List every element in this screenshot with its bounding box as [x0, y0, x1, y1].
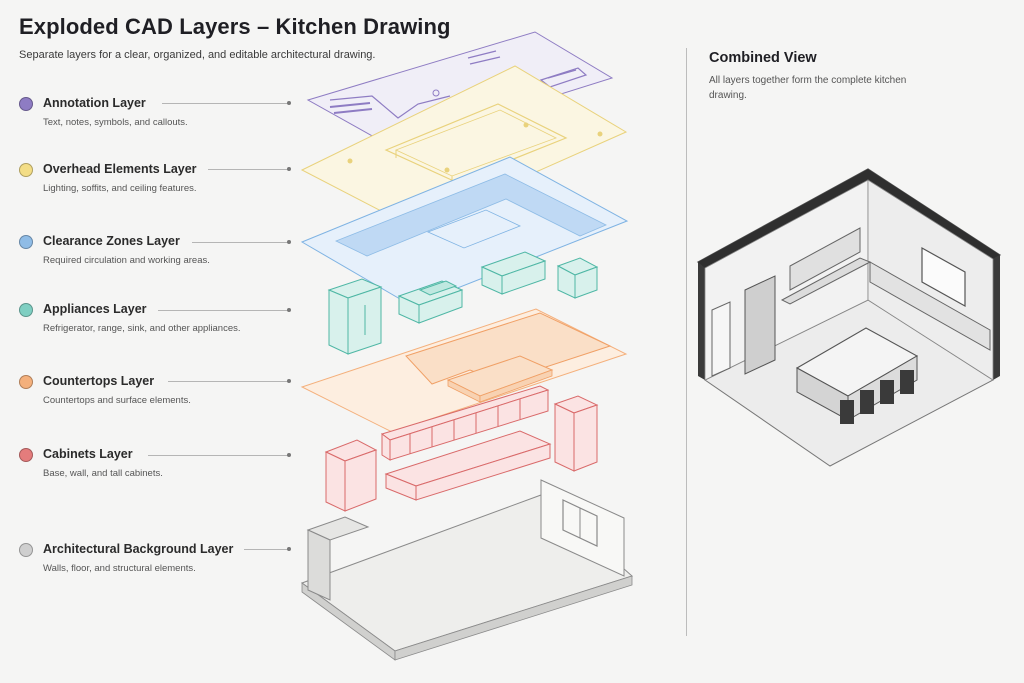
layer-item-architectural[interactable]: Architectural Background Layer Walls, fl… — [19, 541, 299, 581]
layer-color-dot — [19, 543, 33, 557]
leader-endpoint — [287, 167, 291, 171]
leader-line — [244, 549, 288, 550]
layer-color-dot — [19, 448, 33, 462]
architectural-layer-room — [300, 479, 633, 661]
leader-line — [158, 310, 288, 311]
cabinets-layer-objects — [324, 385, 599, 512]
layer-name: Architectural Background Layer — [43, 542, 234, 556]
overhead-layer-plane — [300, 65, 628, 228]
layer-item-cabinets[interactable]: Cabinets Layer Base, wall, and tall cabi… — [19, 446, 299, 486]
layer-color-dot — [19, 303, 33, 317]
layer-description: Required circulation and working areas. — [43, 255, 210, 266]
layer-description: Walls, floor, and structural elements. — [43, 563, 196, 574]
combined-view-title: Combined View — [709, 50, 817, 66]
layer-item-clearance[interactable]: Clearance Zones Layer Required circulati… — [19, 233, 299, 273]
clearance-layer-plane — [300, 156, 629, 307]
layer-name: Clearance Zones Layer — [43, 234, 180, 248]
layer-item-countertops[interactable]: Countertops Layer Countertops and surfac… — [19, 373, 299, 413]
layer-item-appliances[interactable]: Appliances Layer Refrigerator, range, si… — [19, 301, 299, 341]
layer-name: Overhead Elements Layer — [43, 162, 197, 176]
leader-endpoint — [287, 101, 291, 105]
layer-item-annotation[interactable]: Annotation Layer Text, notes, symbols, a… — [19, 95, 299, 135]
leader-endpoint — [287, 547, 291, 551]
layer-name: Annotation Layer — [43, 96, 146, 110]
countertops-layer-plane — [300, 308, 628, 433]
layer-name: Countertops Layer — [43, 374, 155, 388]
leader-line — [192, 242, 288, 243]
appliances-layer-objects — [327, 251, 599, 355]
layer-color-dot — [19, 235, 33, 249]
leader-endpoint — [287, 308, 291, 312]
leader-endpoint — [287, 453, 291, 457]
layer-color-dot — [19, 375, 33, 389]
page-title: Exploded CAD Layers – Kitchen Drawing — [19, 14, 451, 39]
layer-description: Refrigerator, range, sink, and other app… — [43, 323, 241, 334]
layer-description: Lighting, soffits, and ceiling features. — [43, 183, 197, 194]
leader-line — [162, 103, 288, 104]
annotation-layer-plane — [306, 31, 614, 148]
layer-item-overhead[interactable]: Overhead Elements Layer Lighting, soffit… — [19, 161, 299, 201]
layer-name: Cabinets Layer — [43, 447, 133, 461]
combined-view-description: All layers together form the complete ki… — [709, 75, 907, 101]
layer-color-dot — [19, 163, 33, 177]
layer-description: Countertops and surface elements. — [43, 395, 191, 406]
layer-name: Appliances Layer — [43, 302, 147, 316]
combined-view-illustration — [696, 168, 1002, 467]
leader-line — [148, 455, 288, 456]
leader-endpoint — [287, 379, 291, 383]
section-divider — [686, 48, 687, 636]
page-subtitle: Separate layers for a clear, organized, … — [19, 49, 376, 61]
layer-color-dot — [19, 97, 33, 111]
leader-line — [208, 169, 288, 170]
leader-line — [168, 381, 288, 382]
layer-description: Text, notes, symbols, and callouts. — [43, 117, 188, 128]
layer-description: Base, wall, and tall cabinets. — [43, 468, 163, 479]
leader-endpoint — [287, 240, 291, 244]
